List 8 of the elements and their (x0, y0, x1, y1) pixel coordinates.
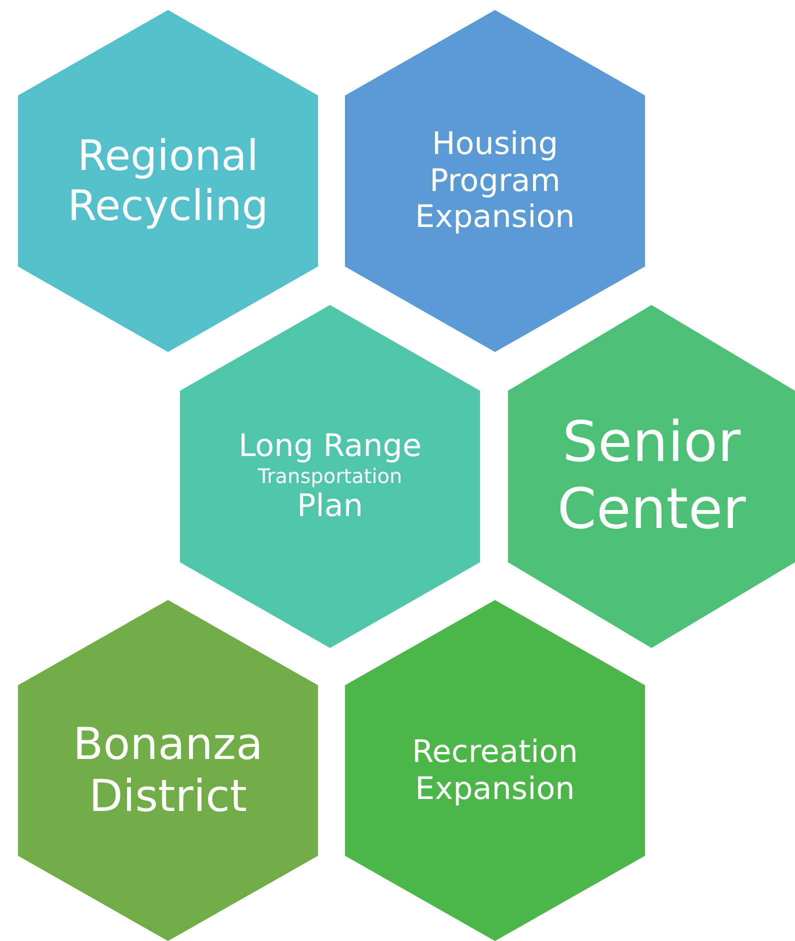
hexagon-label: Recreation Expansion (411, 734, 579, 808)
hexagon-label: Senior Center (556, 410, 747, 543)
hexagon-label: Plan (297, 488, 363, 525)
hexagon-label: Housing Program Expansion (414, 126, 576, 236)
hexagon-label: Transportation (258, 464, 402, 488)
hexagon-label: Long Range (238, 428, 422, 465)
hexagon-label: Regional Recycling (66, 131, 270, 231)
hexagon-label: Bonanza District (72, 718, 264, 822)
